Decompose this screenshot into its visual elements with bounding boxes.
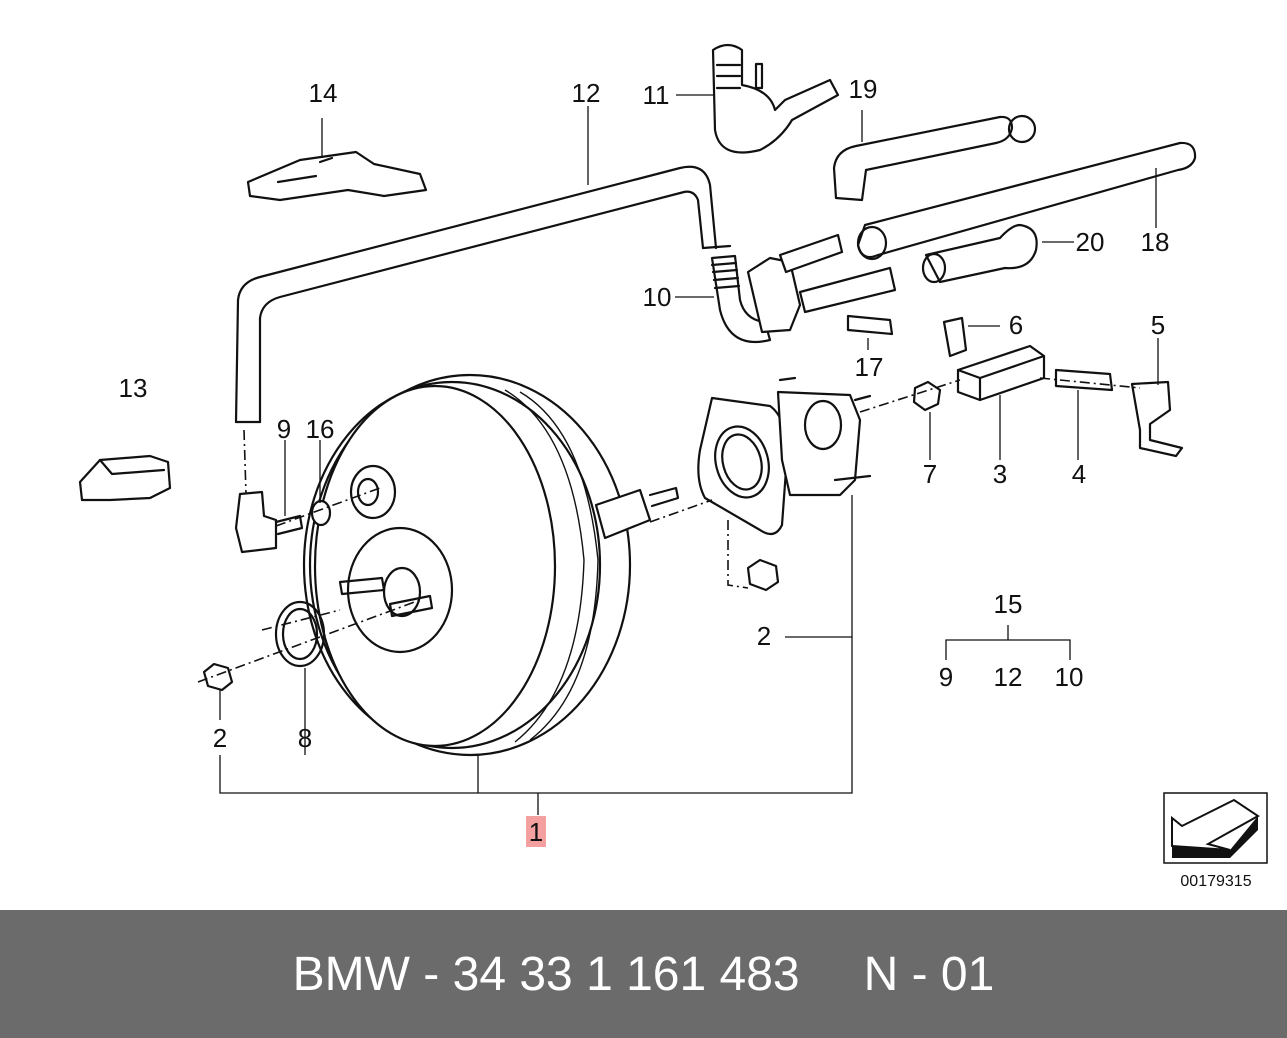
flange-housing [697,376,872,536]
callout-14: 14 [309,78,338,108]
gasket-8 [274,600,326,668]
callout-3: 3 [993,459,1007,489]
callout-highlight [526,816,546,847]
part-number: BMW - 34 33 1 161 483 [292,947,800,1001]
callout-10: 10 [643,282,672,312]
callout-2-left: 2 [213,723,227,753]
clamp-13 [78,454,172,502]
callout-20: 20 [1076,227,1105,257]
washer-16 [310,499,332,527]
check-valve-9 [234,490,304,554]
hose-19 [832,114,1037,202]
parts-diagram: 1 2 2 3 4 5 6 7 8 9 9 10 10 11 12 12 13 … [78,43,1268,890]
block-3 [956,344,1046,402]
brake-booster [302,373,680,757]
callout-4: 4 [1072,459,1086,489]
assembly-lines [197,377,1141,683]
hose-18 [856,141,1197,261]
callout-17: 17 [855,352,884,382]
bracket-14 [246,150,428,202]
drawing-number: 00179315 [1180,873,1251,890]
part-number-bar: BMW - 34 33 1 161 483 N - 01 [0,910,1287,1038]
elbow-connector [710,233,897,344]
nut-7 [912,380,942,412]
callout-12: 12 [572,78,601,108]
valve [711,43,840,154]
callout-labels: 1 2 2 3 4 5 6 7 8 9 9 10 10 11 12 12 13 … [119,74,1170,847]
callout-8: 8 [298,723,312,753]
fitting-4 [1054,368,1114,392]
callout-5: 5 [1151,310,1165,340]
callout-7: 7 [923,459,937,489]
leader-lines [219,94,1159,815]
nut-2-right [746,558,780,592]
vacuum-hose [234,165,732,424]
variant-code: N - 01 [863,947,995,1001]
bracket-5 [1130,380,1184,458]
callout-9-legend: 9 [939,662,953,692]
callout-16: 16 [306,414,335,444]
pin-17 [846,314,894,336]
callout-10-legend: 10 [1055,662,1084,692]
direction-box: 00179315 [1163,792,1268,890]
nut-2-left [202,662,234,692]
callout-12-legend: 12 [994,662,1023,692]
callout-18: 18 [1141,227,1170,257]
clip-6 [942,316,968,358]
callout-19: 19 [849,74,878,104]
callout-6: 6 [1009,310,1023,340]
callout-2-right: 2 [757,621,771,651]
arrow-direction-icon [1171,798,1260,858]
callout-13: 13 [119,373,148,403]
callout-11: 11 [643,80,670,110]
hose-20 [921,223,1038,284]
callout-1: 1 [529,817,543,847]
callout-9: 9 [277,414,291,444]
callout-15: 15 [994,589,1023,619]
